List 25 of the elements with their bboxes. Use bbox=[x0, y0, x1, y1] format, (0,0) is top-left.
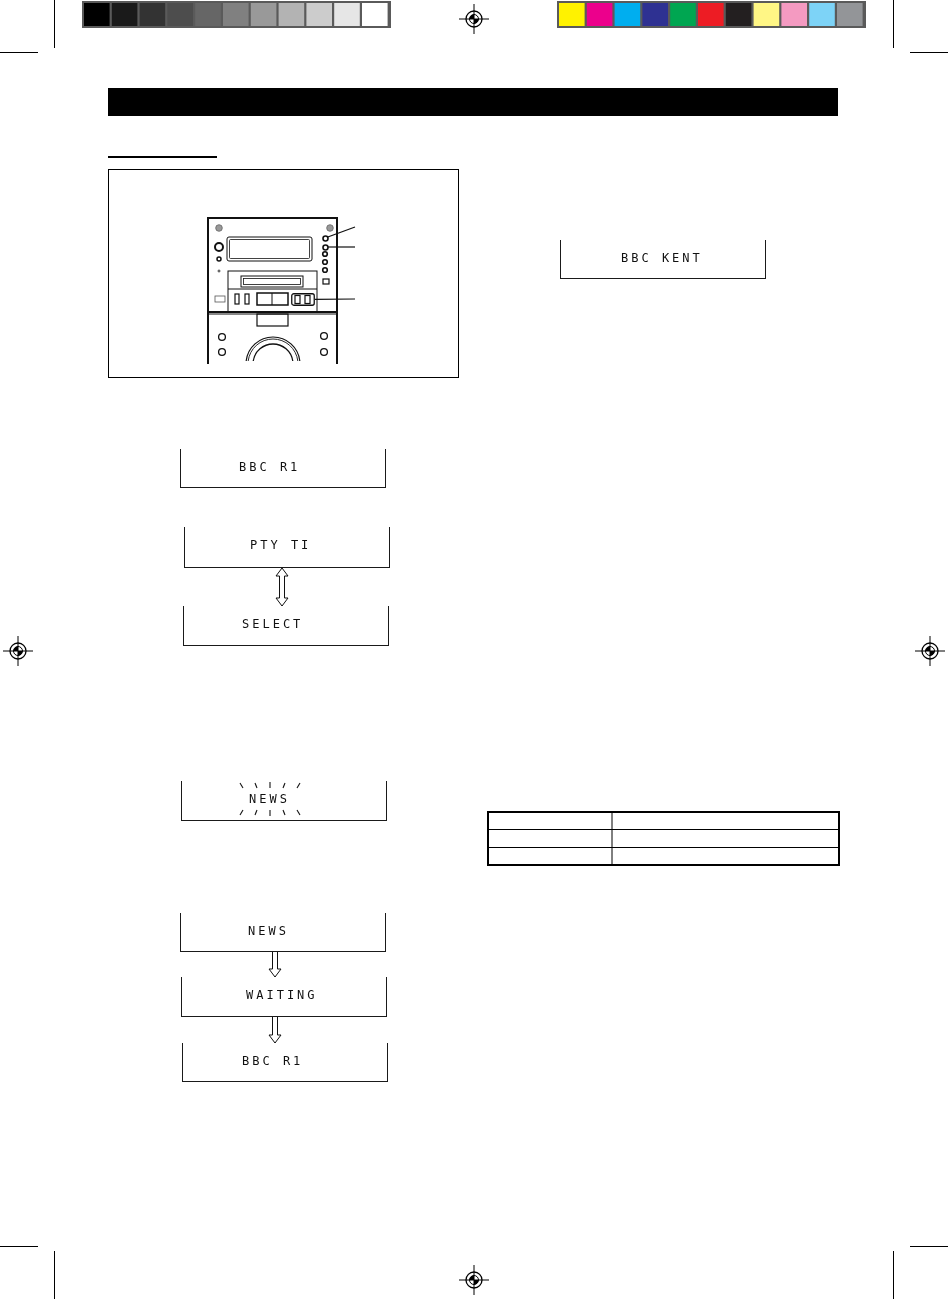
display-text: SELECT bbox=[242, 617, 304, 631]
arrow bbox=[268, 951, 282, 978]
lcd-display bbox=[181, 977, 387, 1017]
lcd-display bbox=[183, 606, 389, 646]
arrow bbox=[268, 1016, 282, 1044]
double-arrow bbox=[275, 567, 289, 607]
button-pair-icon bbox=[291, 293, 315, 306]
button-icon bbox=[322, 235, 329, 242]
display-text: NEWS bbox=[249, 792, 290, 806]
leader-line bbox=[314, 298, 356, 300]
lcd-display bbox=[180, 449, 386, 488]
display-text: PTY TI bbox=[250, 538, 312, 552]
display-text: NEWS bbox=[248, 924, 289, 938]
display-text: BBC R1 bbox=[242, 1054, 304, 1068]
lcd-display bbox=[181, 781, 387, 821]
display-text: BBC KENT bbox=[621, 251, 703, 265]
leader-line bbox=[327, 246, 356, 248]
lcd-display bbox=[184, 527, 390, 568]
display-text: BBC R1 bbox=[239, 460, 301, 474]
lcd-display bbox=[182, 1043, 388, 1082]
lcd-display bbox=[560, 240, 766, 279]
button-icon bbox=[322, 244, 329, 251]
lcd-display bbox=[180, 913, 386, 952]
display-text: WAITING bbox=[246, 988, 318, 1002]
leader-line bbox=[327, 226, 356, 238]
